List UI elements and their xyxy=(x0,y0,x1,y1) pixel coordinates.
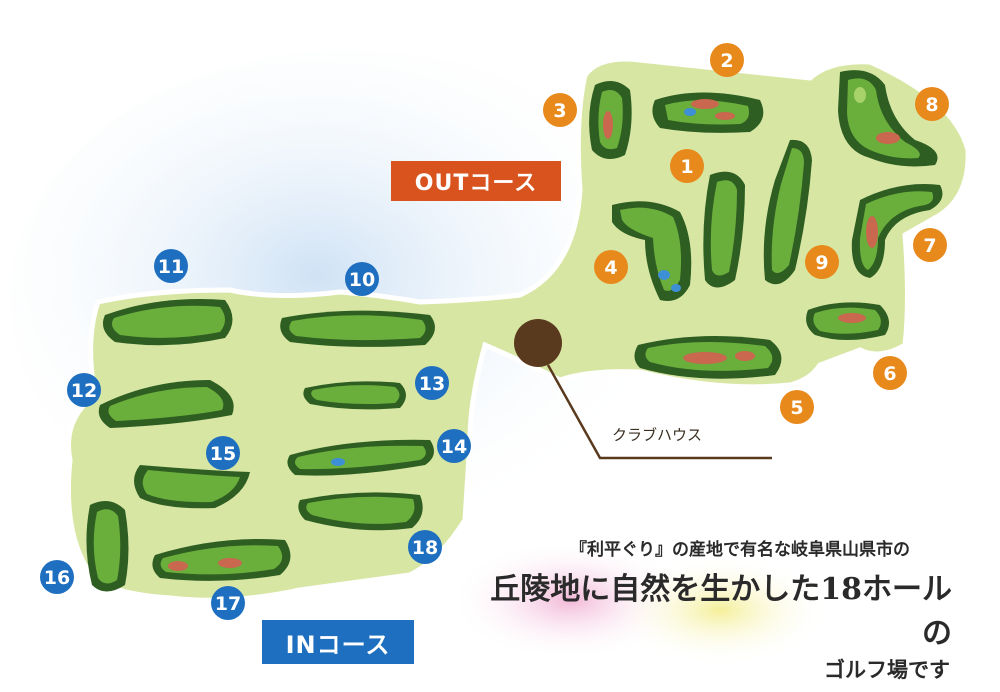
fairway-hole-8 xyxy=(838,70,938,167)
hole-badge-14[interactable]: 14 xyxy=(437,429,471,463)
fairway-hole-16 xyxy=(86,501,129,592)
clubhouse-marker xyxy=(514,319,562,367)
fairway-hole-12 xyxy=(98,380,234,428)
svg-text:3: 3 xyxy=(553,100,566,122)
fairway-hole-15 xyxy=(134,465,250,509)
svg-text:7: 7 xyxy=(923,235,936,257)
fairway-hole-3 xyxy=(589,81,632,159)
hole-badge-2[interactable]: 2 xyxy=(710,43,744,77)
yellow-glow xyxy=(610,555,830,665)
fairway-hole-18 xyxy=(298,492,423,531)
hole-badge-16[interactable]: 16 xyxy=(40,560,74,594)
hole-badge-12[interactable]: 12 xyxy=(67,373,101,407)
svg-text:11: 11 xyxy=(158,256,184,278)
svg-text:13: 13 xyxy=(419,373,445,395)
svg-text:16: 16 xyxy=(44,567,70,589)
hole-badge-6[interactable]: 6 xyxy=(873,356,907,390)
svg-text:1: 1 xyxy=(680,156,693,178)
hole-badge-13[interactable]: 13 xyxy=(415,366,449,400)
fairway-hole-9 xyxy=(763,139,812,285)
svg-text:14: 14 xyxy=(441,436,467,458)
svg-text:10: 10 xyxy=(349,269,375,291)
fairway-hole-17 xyxy=(152,539,291,581)
svg-text:6: 6 xyxy=(883,363,896,385)
svg-text:18: 18 xyxy=(412,537,438,559)
fairway-hole-13 xyxy=(303,381,406,410)
fairway-hole-5 xyxy=(634,336,782,379)
hole-badge-10[interactable]: 10 xyxy=(345,262,379,296)
fairway-hole-4 xyxy=(612,201,692,301)
hole-badge-4[interactable]: 4 xyxy=(594,250,628,284)
tagline-line-1: 『利平ぐり』の産地で有名な岐阜県山県市の xyxy=(570,540,910,560)
in-course-label[interactable]: INコース xyxy=(262,620,414,664)
hole-badge-7[interactable]: 7 xyxy=(913,228,947,262)
tagline-line-3: ゴルフ場です xyxy=(824,657,950,682)
fairway-hole-14 xyxy=(287,439,434,476)
svg-text:17: 17 xyxy=(215,593,241,615)
fairway-hole-1 xyxy=(703,171,745,288)
hole-badge-5[interactable]: 5 xyxy=(780,390,814,424)
hole-badge-17[interactable]: 17 xyxy=(211,586,245,620)
fairway-hole-7 xyxy=(851,184,943,278)
hole-badge-9[interactable]: 9 xyxy=(805,245,839,279)
svg-text:2: 2 xyxy=(720,50,733,72)
out-course-label[interactable]: OUTコース xyxy=(391,161,561,201)
fairway-hole-6 xyxy=(806,302,889,340)
fairway-hole-11 xyxy=(102,299,233,346)
hole-badge-11[interactable]: 11 xyxy=(154,249,188,283)
svg-text:5: 5 xyxy=(790,397,803,419)
svg-text:15: 15 xyxy=(210,443,236,465)
clubhouse-label: クラブハウス xyxy=(612,426,703,444)
tagline: 『利平ぐり』の産地で有名な岐阜県山県市の 丘陵地に自然を生かした18ホールの ゴ… xyxy=(480,535,960,684)
svg-text:8: 8 xyxy=(925,94,938,116)
hole-badge-3[interactable]: 3 xyxy=(543,93,577,127)
fairway-hole-10 xyxy=(280,310,435,347)
tagline-line-2: 丘陵地に自然を生かした18ホールの xyxy=(490,572,952,651)
fairway-hole-2 xyxy=(652,92,764,133)
hole-badge-8[interactable]: 8 xyxy=(915,87,949,121)
svg-text:9: 9 xyxy=(815,252,828,274)
hole-badge-15[interactable]: 15 xyxy=(206,436,240,470)
svg-text:4: 4 xyxy=(604,257,617,279)
svg-text:12: 12 xyxy=(71,380,97,402)
clubhouse-leader-line xyxy=(546,364,772,460)
hole-badge-18[interactable]: 18 xyxy=(408,530,442,564)
hole-badge-1[interactable]: 1 xyxy=(670,149,704,183)
